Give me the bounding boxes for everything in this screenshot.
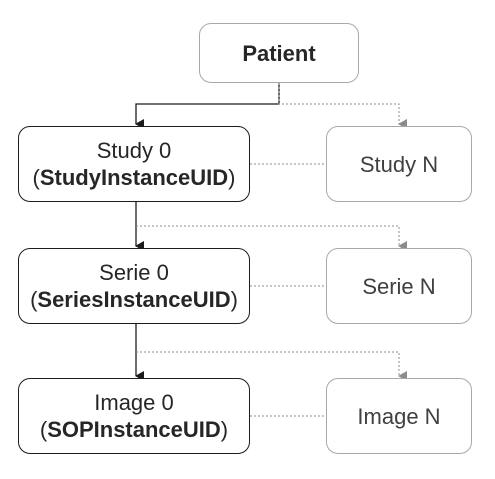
study-0-uid-line: (StudyInstanceUID) <box>33 164 236 191</box>
image-n-label: Image N <box>357 403 441 429</box>
study-n-label: Study N <box>359 151 439 177</box>
serie-n-node: Serie N <box>326 248 472 324</box>
patient-node: Patient <box>199 23 359 83</box>
image-n-node: Image N <box>326 378 472 454</box>
study-0-uid-close: ) <box>228 165 236 190</box>
study-n-node: Study N <box>326 126 472 202</box>
connector-serie0-imagen <box>136 351 407 381</box>
image-0-uid-close: ) <box>220 417 229 442</box>
connector-study0-serien <box>136 225 407 251</box>
serie-0-uid: SeriesInstanceUID <box>37 287 231 312</box>
image-0-uid-open: ( <box>39 417 48 442</box>
serie-0-node: Serie 0 (SeriesInstanceUID) <box>18 248 250 324</box>
serie-0-name: Serie 0 <box>99 260 169 285</box>
serie-0-uid-open: ( <box>30 287 38 312</box>
study-0-uid-open: ( <box>32 165 40 190</box>
serie-n-label: Serie N <box>362 273 436 299</box>
image-0-node: Image 0 (SOPInstanceUID) <box>18 378 250 454</box>
study-0-uid: StudyInstanceUID <box>39 165 229 190</box>
image-0-name: Image 0 <box>94 390 174 415</box>
patient-label: Patient <box>242 40 316 66</box>
serie-0-uid-line: (SeriesInstanceUID) <box>30 286 238 313</box>
image-0-uid-line: (SOPInstanceUID) <box>40 416 228 443</box>
study-0-name: Study 0 <box>96 138 172 163</box>
study-0-node: Study 0 (StudyInstanceUID) <box>18 126 250 202</box>
connector-patient-studyn <box>278 83 407 129</box>
connector-patient-study0 <box>135 83 280 129</box>
serie-0-uid-close: ) <box>230 287 238 312</box>
image-0-uid: SOPInstanceUID <box>47 417 221 442</box>
